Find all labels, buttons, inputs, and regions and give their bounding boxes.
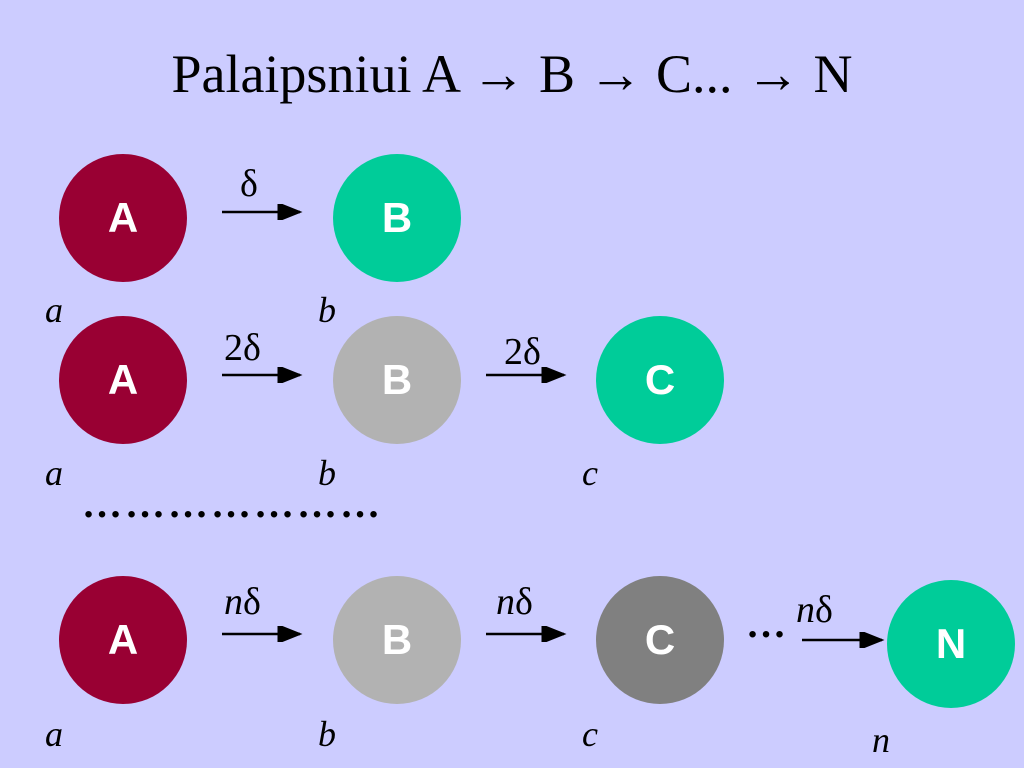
node-label: B [381, 356, 413, 403]
node-c-row3: C [596, 576, 724, 704]
slide-title: Palaipsniui A → B → C... → N [171, 44, 853, 104]
arrow-label-row3-1: nδ [224, 581, 261, 623]
node-label: N [935, 620, 967, 667]
node-label: B [381, 616, 413, 663]
transition-arrow [222, 204, 303, 220]
var-a-row1: a [45, 290, 63, 330]
node-c-row2: C [596, 316, 724, 444]
transition-arrow [486, 626, 567, 642]
node-a-row3: A [59, 576, 187, 704]
transition-arrow [222, 626, 303, 642]
var-c-row3: c [582, 714, 598, 754]
node-label: A [107, 194, 139, 241]
arrow-label-row2-1: 2δ [224, 327, 261, 369]
node-label: A [107, 356, 139, 403]
var-n-row3: n [872, 720, 890, 760]
transition-arrow [802, 632, 885, 648]
node-label: B [381, 194, 413, 241]
node-b-row3: B [333, 576, 461, 704]
node-label: C [644, 356, 676, 403]
arrow-label-row1: δ [240, 163, 258, 205]
var-b-row1: b [318, 290, 336, 330]
var-b-row3: b [318, 714, 336, 754]
node-n-row3: N [887, 580, 1015, 708]
node-b-row1: B [333, 154, 461, 282]
var-a-row2: a [45, 453, 63, 493]
arrow-label-row3-3: nδ [796, 589, 833, 631]
node-a-row1: A [59, 154, 187, 282]
var-a-row3: a [45, 714, 63, 754]
var-b-row2: b [318, 453, 336, 493]
arrow-label-row2-2: 2δ [504, 331, 541, 373]
node-label: C [644, 616, 676, 663]
node-b-row2: B [333, 316, 461, 444]
ellipsis: … [746, 601, 786, 646]
var-c-row2: c [582, 453, 598, 493]
arrow-label-row3-2: nδ [496, 581, 533, 623]
transition-arrow [222, 367, 303, 383]
node-a-row2: A [59, 316, 187, 444]
transition-arrow [486, 367, 567, 383]
separator-dots: ………………… [82, 481, 383, 526]
node-label: A [107, 616, 139, 663]
